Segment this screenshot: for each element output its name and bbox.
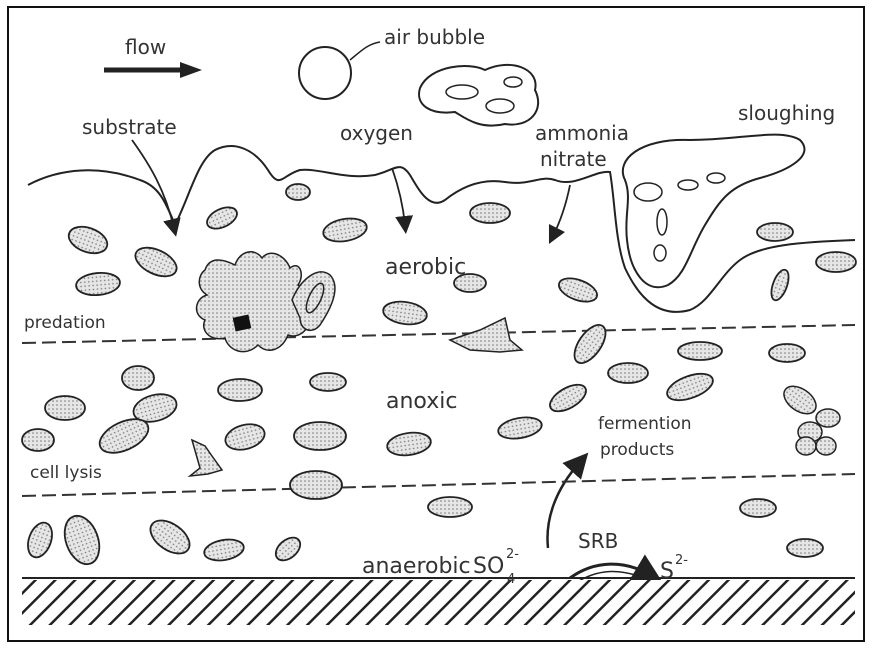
label-fermentation-2: products: [600, 440, 674, 460]
label-predation: predation: [24, 313, 106, 333]
label-nitrate: nitrate: [540, 147, 607, 171]
fermentation-arrow: [547, 462, 580, 548]
lysed-cell: [190, 440, 222, 476]
sulfate-sup: 2-: [506, 547, 519, 562]
oxygen-arrow: [392, 168, 405, 225]
sulfate-sub: 4: [507, 572, 515, 587]
substrate-arrow: [132, 140, 174, 228]
label-cell-lysis: cell lysis: [30, 463, 102, 483]
cell-fragment: [450, 318, 522, 352]
label-aerobic: aerobic: [385, 255, 466, 280]
sulfide-sup: 2-: [675, 553, 688, 568]
air-bubble-leader: [350, 42, 380, 60]
label-flow: flow: [125, 35, 166, 59]
label-srb: SRB: [578, 529, 618, 553]
ammonia-arrow: [553, 185, 570, 236]
label-air-bubble: air bubble: [384, 25, 485, 49]
flow-arrow: [104, 62, 202, 78]
air-bubble-shape: [299, 47, 351, 99]
bacteria-cells: [22, 184, 856, 569]
anoxic-anaerobic-boundary: [22, 474, 855, 496]
label-ammonia: ammonia: [535, 121, 629, 145]
sloughing-mass: [623, 135, 805, 288]
cell-cluster: [779, 381, 840, 455]
substratum: [22, 578, 855, 625]
sulfate-base: SO: [473, 554, 504, 579]
label-substrate: substrate: [82, 115, 177, 139]
sulfide-base: S: [660, 559, 674, 584]
label-sulfide: S 2-: [660, 553, 688, 584]
label-anaerobic: anaerobic: [362, 554, 471, 579]
detached-floc: [419, 65, 538, 126]
aerobic-anoxic-boundary: [22, 325, 855, 343]
label-anoxic: anoxic: [386, 389, 457, 414]
label-sloughing: sloughing: [738, 101, 835, 125]
label-fermentation-1: fermention: [598, 414, 692, 434]
label-oxygen: oxygen: [340, 121, 413, 145]
